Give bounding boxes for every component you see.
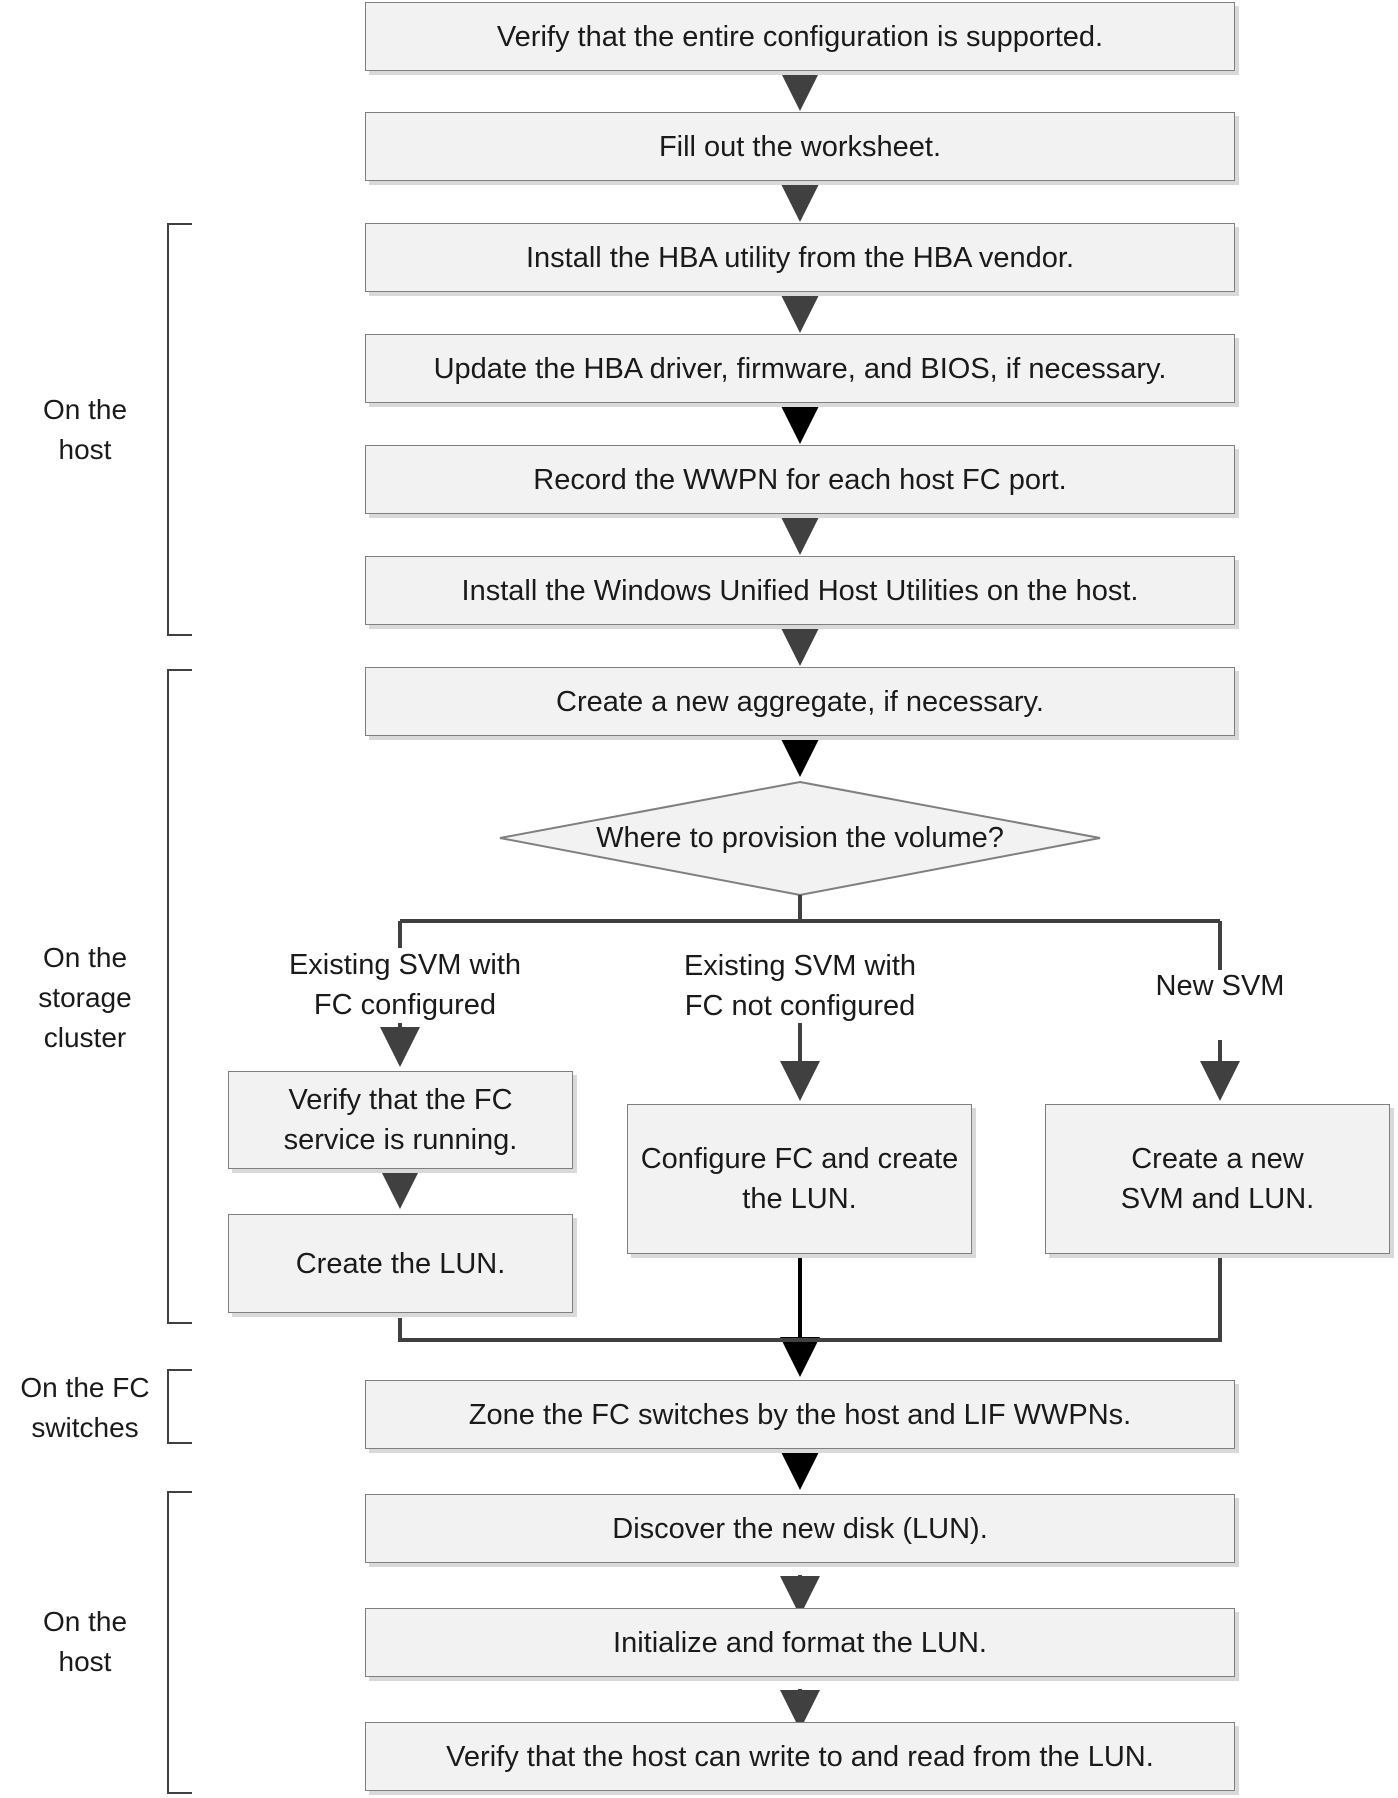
step-create-lun: Create the LUN.	[228, 1214, 573, 1313]
step-create-aggregate: Create a new aggregate, if necessary.	[365, 667, 1235, 736]
group-label-switches: On the FC switches	[20, 1372, 150, 1443]
step-install-host-utilities: Install the Windows Unified Host Utiliti…	[365, 556, 1235, 625]
bracket-switches	[167, 1369, 192, 1444]
branch-lines	[398, 895, 1222, 970]
branch-label-right: New SVM	[1155, 970, 1285, 1002]
step-verify-read-write: Verify that the host can write to and re…	[365, 1722, 1235, 1791]
step-zone-switches: Zone the FC switches by the host and LIF…	[365, 1380, 1235, 1449]
group-label-host-bottom: On the host	[42, 1606, 128, 1677]
branch-label-left: Existing SVM with FC configured	[288, 949, 522, 1021]
step-fill-worksheet: Fill out the worksheet.	[365, 112, 1235, 181]
step-configure-fc: Configure FC and create the LUN.	[627, 1104, 972, 1254]
bracket-host-top	[167, 223, 192, 636]
merge-lines	[398, 1255, 1222, 1342]
step-create-svm: Create a new SVM and LUN.	[1045, 1104, 1390, 1254]
step-initialize-lun: Initialize and format the LUN.	[365, 1608, 1235, 1677]
branch-label-middle: Existing SVM with FC not configured	[683, 950, 917, 1022]
group-label-host-top: On the host	[42, 394, 128, 465]
step-verify-config: Verify that the entire configuration is …	[365, 2, 1235, 71]
group-brackets	[167, 223, 192, 1794]
step-discover-disk: Discover the new disk (LUN).	[365, 1494, 1235, 1563]
step-record-wwpn: Record the WWPN for each host FC port.	[365, 445, 1235, 514]
bracket-storage	[167, 669, 192, 1324]
decision-label: Where to provision the volume?	[596, 822, 1004, 854]
step-verify-fc-service: Verify that the FC service is running.	[228, 1071, 573, 1169]
bracket-host-bottom	[167, 1491, 192, 1794]
step-install-hba-utility: Install the HBA utility from the HBA ven…	[365, 223, 1235, 292]
step-update-hba: Update the HBA driver, firmware, and BIO…	[365, 334, 1235, 403]
group-label-storage: On the storage cluster	[38, 942, 132, 1053]
